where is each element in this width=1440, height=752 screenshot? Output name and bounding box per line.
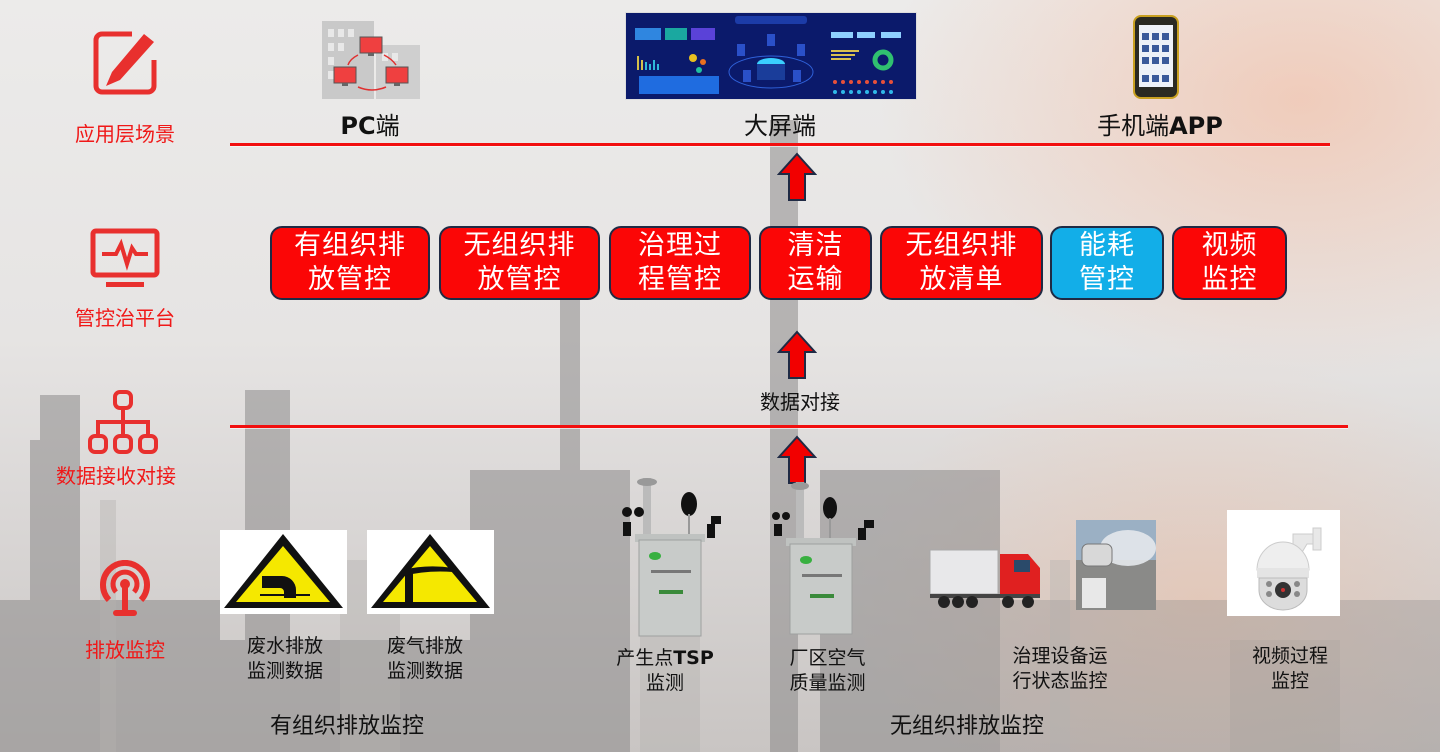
monitor-caption-wastewater: 废水排放监测数据 — [230, 634, 340, 684]
pc-suffix: 端 — [375, 112, 400, 140]
module-line2: 管控 — [1079, 264, 1135, 295]
monitor-caption-exhaust-gas: 废气排放监测数据 — [370, 634, 480, 684]
layer-platform-label: 管控治平台 — [75, 306, 175, 330]
caption-line2: 监测数据 — [386, 660, 463, 682]
module-treatment-process-control[interactable]: 治理过程管控 — [609, 226, 751, 300]
monitor-caption-air-quality: 厂区空气质量监测 — [770, 646, 885, 696]
module-organized-emission-control[interactable]: 有组织排放管控 — [270, 226, 430, 300]
caption-line1: 厂区空气 — [789, 647, 866, 669]
module-unorganized-emission-inventory[interactable]: 无组织排放清单 — [880, 226, 1043, 300]
module-line2: 放管控 — [308, 264, 392, 295]
wastewater-warning-sign — [220, 530, 347, 618]
pc-icon — [320, 15, 422, 103]
layer-data-label: 数据接收对接 — [56, 464, 176, 488]
module-line2: 监控 — [1201, 264, 1258, 295]
big-screen-dashboard-image — [624, 11, 918, 104]
layer-application: 应用层场景 — [40, 30, 210, 147]
layer-data: 数据接收对接 — [56, 390, 186, 490]
up-arrow-icon — [777, 152, 817, 201]
caption-line1: 废水排放 — [246, 635, 323, 657]
module-line1: 清洁 — [787, 230, 844, 261]
module-video-monitoring[interactable]: 视频监控 — [1172, 226, 1287, 300]
ptz-camera-image — [1227, 510, 1340, 620]
module-unorganized-emission-control[interactable]: 无组织排放管控 — [439, 226, 600, 300]
module-line1: 视频 — [1201, 230, 1258, 261]
group-organized-label: 有组织排放监控 — [270, 714, 425, 739]
app-mobile-label: 手机端APP — [1080, 106, 1240, 141]
air-quality-monitor-device-image — [768, 478, 878, 642]
caption-line2: 质量监测 — [789, 672, 866, 694]
truck-image — [928, 548, 1046, 616]
data-divider-line — [230, 425, 1348, 428]
mobile-prefix: 手机端 — [1097, 112, 1170, 140]
layer-monitor: 排放监控 — [40, 560, 210, 663]
caption-line2: 监测 — [645, 672, 684, 694]
mobile-suffix: APP — [1169, 112, 1223, 140]
module-line1: 无组织排 — [463, 230, 576, 261]
edit-icon — [93, 31, 157, 95]
data-link-label: 数据对接 — [760, 390, 840, 414]
monitor-caption-video-process: 视频过程监控 — [1235, 644, 1345, 694]
mobile-phone-image — [1133, 15, 1179, 103]
caption-line1: 治理设备运 — [1012, 645, 1108, 667]
module-line2: 程管控 — [638, 264, 722, 295]
module-line1: 无组织排 — [905, 230, 1018, 261]
module-line1: 能耗 — [1079, 230, 1135, 261]
layer-monitor-label: 排放监控 — [85, 638, 165, 662]
module-energy-consumption-control[interactable]: 能耗管控 — [1050, 226, 1164, 300]
caption-line1: 产生点 — [616, 647, 674, 669]
layer-platform: 管控治平台 — [40, 228, 210, 331]
fog-cannon-image — [1076, 520, 1156, 614]
hierarchy-icon — [88, 390, 158, 454]
module-line1: 有组织排 — [294, 230, 406, 261]
caption-line2: 行状态监控 — [1012, 670, 1108, 692]
group-unorganized-label: 无组织排放监控 — [890, 714, 1045, 739]
monitor-caption-tsp: 产生点TSP 监测 — [605, 646, 725, 696]
module-clean-transport[interactable]: 清洁运输 — [759, 226, 872, 300]
module-line2: 运输 — [787, 264, 844, 295]
app-pc-label: PC端 — [320, 106, 420, 141]
monitor-pulse-icon — [90, 228, 160, 287]
application-divider-line — [230, 143, 1330, 146]
signal-tower-icon — [100, 560, 150, 616]
caption-line1: 废气排放 — [386, 635, 463, 657]
monitor-caption-treatment-equipment: 治理设备运行状态监控 — [1000, 644, 1120, 694]
caption-line1: 视频过程 — [1251, 645, 1328, 667]
layer-application-label: 应用层场景 — [75, 122, 175, 146]
caption-line2: 监测数据 — [246, 660, 323, 682]
caption-line2: 监控 — [1270, 670, 1309, 692]
module-line2: 放管控 — [477, 264, 562, 295]
exhaust-gas-warning-sign — [367, 530, 494, 618]
up-arrow-icon — [777, 330, 817, 379]
app-big-screen-label: 大屏端 — [744, 112, 816, 140]
module-line2: 放清单 — [919, 264, 1004, 295]
pc-prefix: PC — [340, 112, 376, 140]
tsp-monitor-device-image — [615, 478, 725, 642]
caption-line1-bold: TSP — [673, 647, 714, 669]
module-line1: 治理过 — [638, 230, 722, 261]
